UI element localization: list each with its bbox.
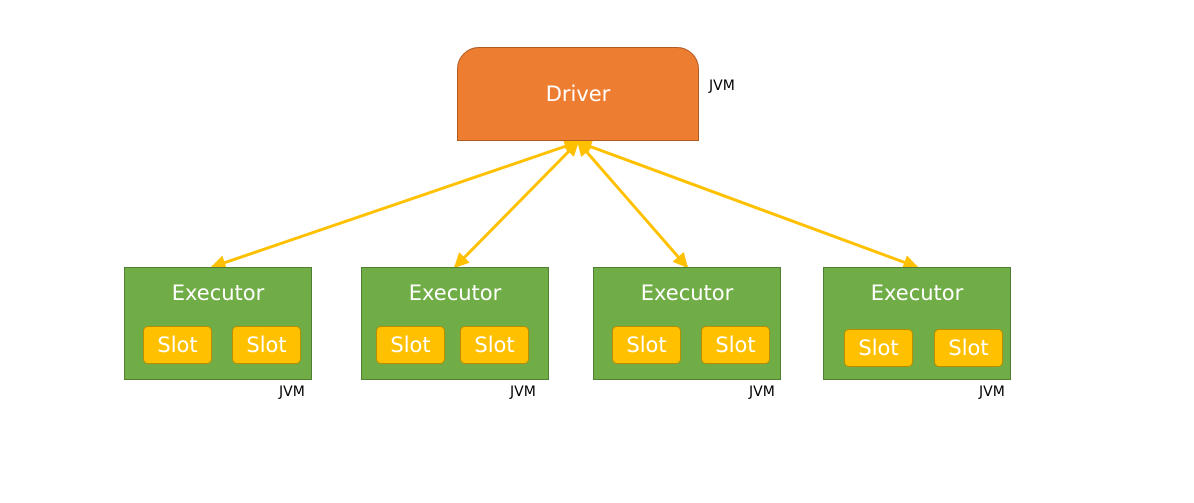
- executor-2-jvm-label: JVM: [510, 384, 536, 400]
- executor-node-1: Executor Slot Slot: [124, 267, 312, 380]
- driver-executor-1-arrow: [210, 139, 580, 270]
- slot: Slot: [143, 326, 212, 364]
- executor-label: Executor: [408, 281, 502, 305]
- slot: Slot: [460, 326, 529, 364]
- driver-jvm-label: JVM: [709, 78, 735, 94]
- executor-label: Executor: [870, 281, 964, 305]
- driver-executor-4-arrow: [576, 139, 919, 270]
- executor-node-4: Executor Slot Slot: [823, 267, 1011, 380]
- slot: Slot: [612, 326, 681, 364]
- executor-1-jvm-label: JVM: [279, 384, 305, 400]
- slot: Slot: [934, 329, 1003, 367]
- executor-3-jvm-label: JVM: [749, 384, 775, 400]
- slot: Slot: [376, 326, 445, 364]
- slot: Slot: [232, 326, 301, 364]
- executor-node-3: Executor Slot Slot: [593, 267, 781, 380]
- driver-node: Driver: [457, 47, 699, 141]
- executor-label: Executor: [171, 281, 265, 305]
- executor-node-2: Executor Slot Slot: [361, 267, 549, 380]
- slot: Slot: [701, 326, 770, 364]
- driver-label: Driver: [545, 82, 611, 106]
- slot: Slot: [844, 329, 913, 367]
- driver-executor-2-arrow: [453, 140, 580, 269]
- executor-4-jvm-label: JVM: [979, 384, 1005, 400]
- executor-label: Executor: [640, 281, 734, 305]
